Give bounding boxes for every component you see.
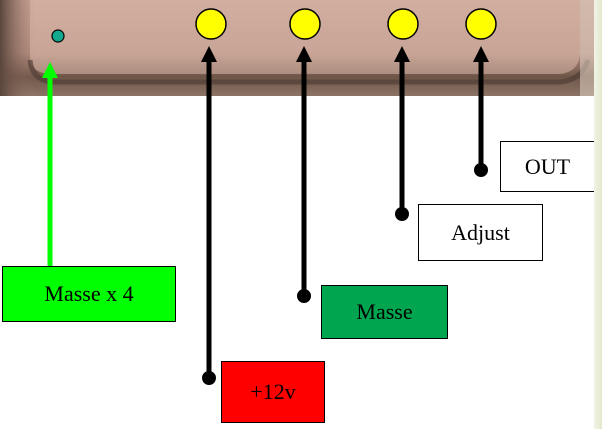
label-12v: +12v [221,361,325,423]
label-masse-x4: Masse x 4 [2,266,176,322]
right-edge-strip [594,0,602,429]
connector-adjust [394,46,410,221]
label-masse: Masse [321,285,448,339]
connector-masse-x4 [42,62,58,266]
pin-12v [195,8,227,40]
connector-out [473,46,489,177]
pin-adjust [387,8,419,40]
pin-out [465,8,497,40]
connector-12v [201,46,217,385]
pin-masse [289,8,321,40]
label-adjust: Adjust [418,204,543,261]
connector-masse [296,46,312,303]
pin-masse-x4 [51,29,65,43]
label-out: OUT [500,141,595,192]
